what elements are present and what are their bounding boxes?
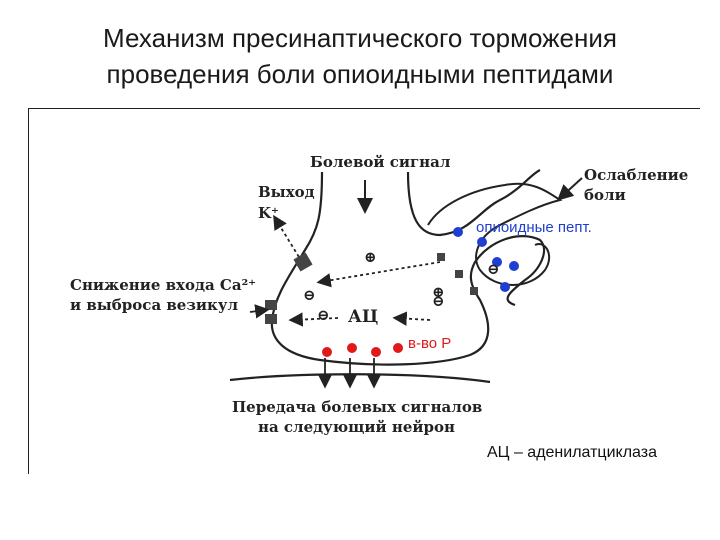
transmission-label-1: Передача болевых сигналов [232, 398, 482, 416]
k-exit-label-2: K⁺ [258, 204, 279, 222]
minus-sign-1: ⊖ [303, 286, 316, 304]
slide-title: Механизм пресинаптического торможения пр… [0, 20, 720, 92]
substance-p-dot-2 [347, 343, 357, 353]
substance-p-label: в-во Р [408, 335, 451, 352]
ac-inhibit-arrow-2 [288, 312, 339, 327]
ca-label-1: Снижение входа Ca²⁺ [70, 276, 256, 294]
weakening-label-2: боли [584, 186, 626, 204]
opioid-label: опиоидные пепт. [476, 219, 592, 236]
opioid-dot-4 [509, 261, 519, 271]
minus-sign-2: ⊖ [317, 306, 330, 324]
figure-frame-top [28, 108, 700, 109]
ca-inhibit-arrow [249, 304, 270, 319]
substance-p-dot-4 [393, 343, 403, 353]
opioid-dot-5 [500, 282, 510, 292]
pain-signal-label: Болевой сигнал [310, 153, 451, 171]
title-line-2: проведения боли опиоидными пептидами [106, 59, 614, 89]
substance-p-dot-3 [371, 347, 381, 357]
receptor-2 [455, 270, 463, 278]
k-exit-label-1: Выход [258, 183, 315, 201]
receptor-3 [470, 287, 478, 295]
title-line-1: Механизм пресинаптического торможения [103, 23, 617, 53]
opioid-dot-3 [492, 257, 502, 267]
presynaptic-membrane-right [406, 169, 541, 237]
k-inhibit-arrow [316, 261, 441, 288]
plus-sign-2: ⊕ [432, 283, 445, 301]
minus-sign-4: ⊖ [487, 260, 500, 278]
opioid-neuron-outline [427, 182, 563, 286]
transmission-label-2: на следующий нейрон [258, 418, 455, 436]
opioid-dot-2 [477, 237, 487, 247]
substance-p-dot-1 [322, 347, 332, 357]
figure-frame-left [28, 108, 29, 474]
ca-channel-2 [265, 314, 277, 324]
k-exit-arrow [273, 214, 303, 263]
ac-inhibit-arrow-1 [392, 311, 431, 326]
ca-label-2: и выброса везикул [70, 296, 238, 314]
opioid-dot-1 [453, 227, 463, 237]
minus-sign-3: ⊖ [432, 292, 445, 310]
weakening-label-1: Ослабление [584, 166, 688, 184]
footnote: АЦ – аденилатциклаза [487, 444, 657, 461]
postsynaptic-membrane [229, 373, 491, 384]
weakening-arrow [557, 177, 583, 201]
receptor-1 [437, 253, 445, 261]
presynaptic-membrane [270, 171, 546, 366]
k-channel [293, 252, 313, 272]
plus-sign-1: ⊕ [364, 248, 377, 266]
ca-channel-1 [265, 300, 277, 310]
ac-label: АЦ [348, 307, 378, 327]
